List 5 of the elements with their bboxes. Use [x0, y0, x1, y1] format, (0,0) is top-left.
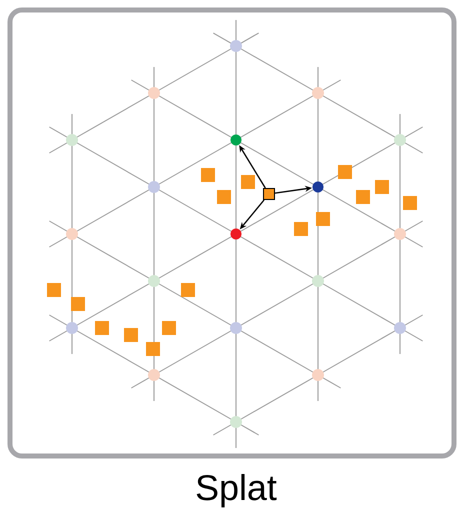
caption: Splat	[196, 474, 277, 508]
sample-box	[263, 188, 275, 200]
grid-point	[230, 134, 242, 146]
grid-point	[230, 228, 242, 240]
grid-point	[312, 182, 324, 192]
